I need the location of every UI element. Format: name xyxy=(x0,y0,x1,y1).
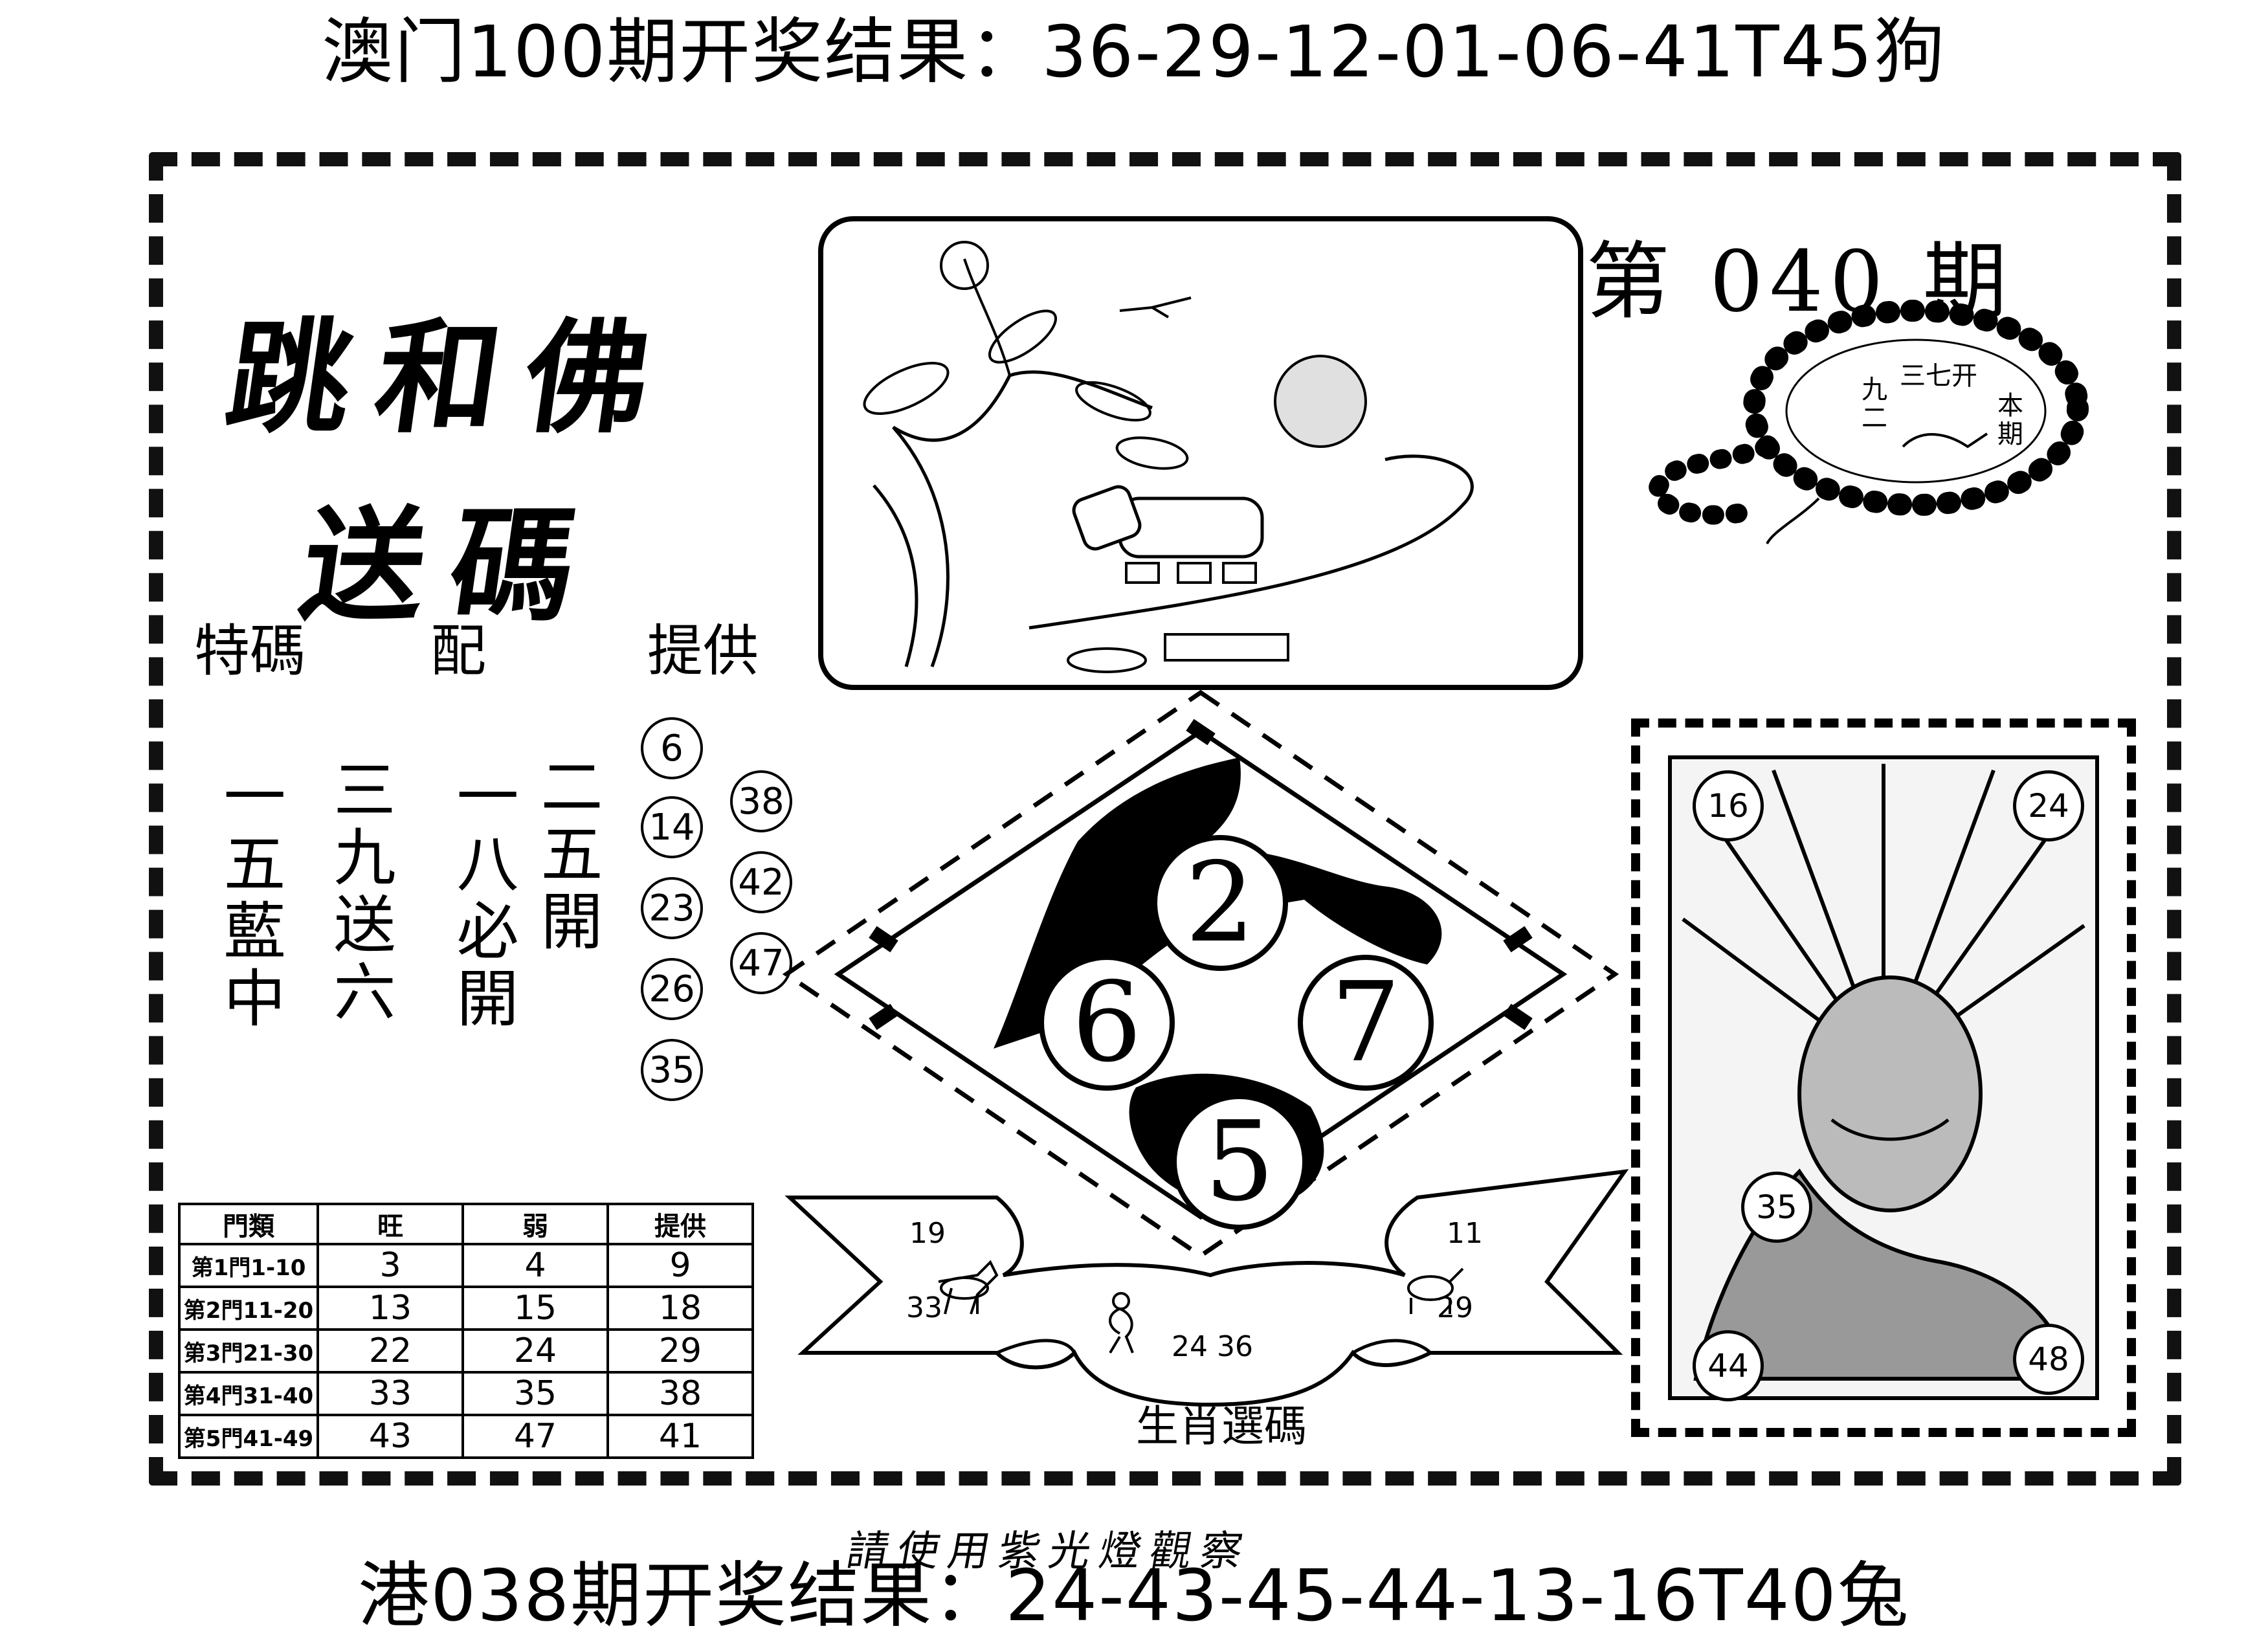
zodiac-horse-number-b: 33 xyxy=(906,1291,942,1324)
table-row: 第3門21-30 22 24 29 xyxy=(178,1328,754,1374)
gate-label: 第1門1-10 xyxy=(178,1243,319,1288)
number-circle: 47 xyxy=(730,932,792,994)
provide-value: 38 xyxy=(606,1371,754,1416)
subtitle-word-3: 提供 xyxy=(647,619,759,684)
table-row: 第1門1-10 3 4 9 xyxy=(178,1243,754,1288)
zodiac-title: 生肖選碼 xyxy=(1136,1401,1307,1451)
gate-label: 第5門41-49 xyxy=(178,1414,319,1459)
number-circle: 26 xyxy=(641,958,703,1020)
provide-value: 41 xyxy=(606,1414,754,1459)
number-circle: 35 xyxy=(641,1039,703,1101)
weak-value: 24 xyxy=(461,1328,609,1374)
zodiac-monkey-number-a: 24 xyxy=(1172,1330,1208,1363)
weak-value: 15 xyxy=(461,1286,609,1331)
bead-text-col-3: 本期 xyxy=(1993,392,2023,449)
number-circle: 14 xyxy=(641,796,703,858)
tip-column-3: 一八必開 xyxy=(446,764,518,1033)
picture-number-circle: 48 xyxy=(2013,1324,2084,1395)
brand-line-1: 跳和佛 xyxy=(218,306,685,450)
weak-value: 35 xyxy=(461,1371,609,1416)
zodiac-goat-number-b: 29 xyxy=(1437,1291,1473,1324)
zodiac-ribbon xyxy=(784,1169,1629,1407)
provide-value: 9 xyxy=(606,1243,754,1288)
diamond-number-top: 2 xyxy=(1152,835,1288,971)
strong-value: 43 xyxy=(317,1414,464,1459)
table-row: 第5門41-49 43 47 41 xyxy=(178,1414,754,1459)
gate-table-header: 門類 旺 弱 提供 xyxy=(178,1203,754,1245)
number-column-left: 6 14 23 26 35 xyxy=(634,717,712,1101)
ornate-picture-art xyxy=(1668,755,2099,1400)
weak-value: 47 xyxy=(461,1414,609,1459)
subtitle-word-2: 配 xyxy=(430,619,486,684)
tip-column-2: 三九送六 xyxy=(323,757,395,1027)
subtitle-word-1: 特碼 xyxy=(194,619,306,684)
tip-column-1: 一五藍中 xyxy=(213,764,285,1033)
strong-value: 22 xyxy=(317,1328,464,1374)
number-circle: 42 xyxy=(730,851,792,913)
zodiac-goat-number-a: 11 xyxy=(1447,1217,1483,1250)
zodiac-monkey-number-b: 36 xyxy=(1217,1330,1253,1363)
gate-label: 第2門11-20 xyxy=(178,1286,319,1331)
provide-value: 18 xyxy=(606,1286,754,1331)
number-circle: 6 xyxy=(641,717,703,779)
strong-value: 3 xyxy=(317,1243,464,1288)
picture-number-circle: 16 xyxy=(1693,770,1764,841)
bead-text-col-2: 三七开 xyxy=(1900,361,1977,391)
bead-necklace xyxy=(1647,300,2089,545)
strong-value: 13 xyxy=(317,1286,464,1331)
gate-label: 第4門31-40 xyxy=(178,1371,319,1416)
picture-number-circle: 24 xyxy=(2013,770,2084,841)
diamond-number-left: 6 xyxy=(1039,955,1175,1091)
border-frame xyxy=(149,152,2181,1486)
header-weak: 弱 xyxy=(461,1203,609,1245)
provide-value: 29 xyxy=(606,1328,754,1374)
header-gate: 門類 xyxy=(178,1203,319,1245)
bead-text-col-1: 九二 xyxy=(1857,375,1887,432)
picture-number-circle: 35 xyxy=(1741,1172,1812,1243)
header-provide: 提供 xyxy=(606,1203,754,1245)
landscape-illustration xyxy=(818,216,1583,690)
weak-value: 4 xyxy=(461,1243,609,1288)
tip-column-4: 二五開 xyxy=(530,754,603,956)
zodiac-horse-number-a: 19 xyxy=(909,1217,946,1250)
table-row: 第2門11-20 13 15 18 xyxy=(178,1286,754,1331)
number-circle: 38 xyxy=(730,770,792,832)
picture-number-circle: 44 xyxy=(1693,1330,1764,1401)
number-circle: 23 xyxy=(641,877,703,939)
gate-label: 第3門21-30 xyxy=(178,1328,319,1374)
ornate-picture-frame xyxy=(1631,718,2136,1437)
diamond-number-right: 7 xyxy=(1298,955,1434,1091)
strong-value: 33 xyxy=(317,1371,464,1416)
bottom-result-title: 港038期开奖结果：24-43-45-44-13-16T40兔 xyxy=(358,1554,1910,1637)
gate-table: 門類 旺 弱 提供 第1門1-10 3 4 9 第2門11-20 13 15 1… xyxy=(178,1203,754,1459)
diamond-number-bottom: 5 xyxy=(1172,1094,1307,1230)
top-result-title: 澳门100期开奖结果：36-29-12-01-06-41T45狗 xyxy=(322,10,1946,93)
table-row: 第4門31-40 33 35 38 xyxy=(178,1371,754,1416)
header-strong: 旺 xyxy=(317,1203,464,1245)
